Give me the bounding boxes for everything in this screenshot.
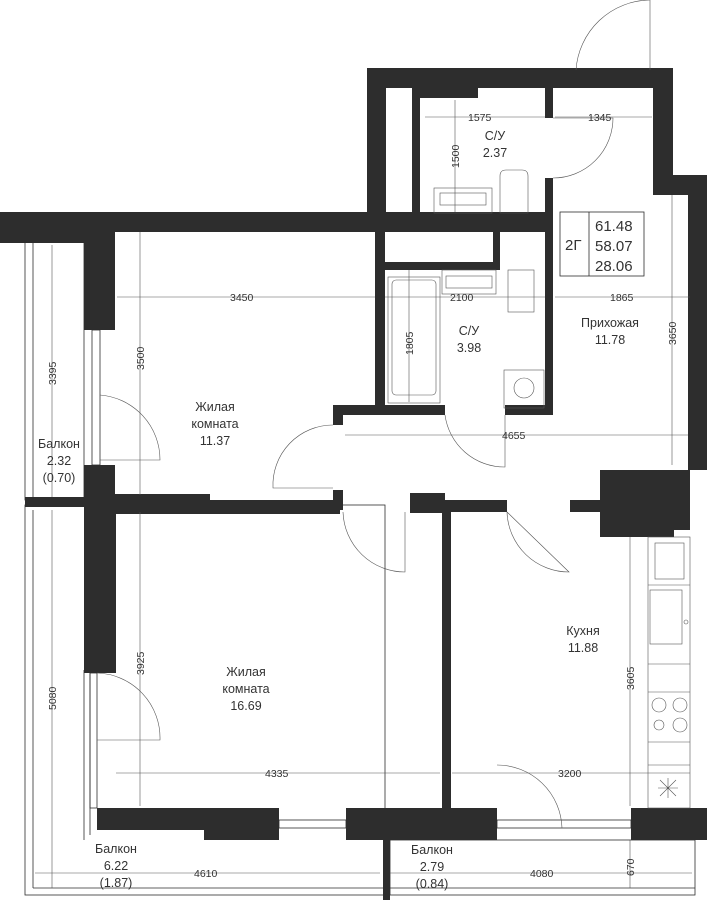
room-area: 11.78 [595,333,625,347]
dim-3605: 3605 [625,666,637,690]
room-area: 11.88 [568,641,598,655]
room-name-2: комната [222,682,269,696]
room-name: Жилая [226,665,266,679]
living-total-area: 58.07 [595,238,633,255]
balcony-outlines [24,231,696,896]
living-area: 28.06 [595,258,633,275]
apartment-type: 2Г [565,237,581,254]
dim-4335: 4335 [265,768,289,780]
dim-1575: 1575 [468,112,492,124]
room-name: Прихожая [581,316,639,330]
room-area: 6.22 [104,859,128,873]
room-balcony-2: Балкон 6.22 (1.87) [95,842,137,890]
room-hallway: Прихожая 11.78 [581,316,639,347]
room-coef: (0.70) [43,471,76,485]
dim-4610: 4610 [194,868,218,880]
room-living-1: Жилая комната 11.37 [191,400,238,448]
gas-icon [658,778,678,798]
fixtures [387,169,691,809]
walls [0,68,707,900]
room-area: 3.98 [457,341,481,355]
dim-3650: 3650 [667,321,679,345]
room-area: 16.69 [230,699,261,713]
room-area: 2.79 [420,860,444,874]
room-name: Жилая [195,400,235,414]
washing-machine-icon [503,369,545,409]
room-area: 2.37 [483,146,507,160]
room-coef: (0.84) [416,877,449,891]
dim-5080: 5080 [47,686,59,710]
room-name: Кухня [566,624,599,638]
room-balcony-1: Балкон 2.32 (0.70) [38,437,80,485]
doors [96,0,651,829]
room-kitchen: Кухня 11.88 [566,624,599,655]
dim-4655: 4655 [502,430,526,442]
dim-3500: 3500 [135,346,147,370]
dim-3395: 3395 [47,361,59,385]
room-name: Балкон [38,437,80,451]
room-name: С/У [485,129,506,143]
room-name-2: комната [191,417,238,431]
kitchen-counter [647,536,691,809]
toilet-icon [499,169,529,214]
room-name: Балкон [95,842,137,856]
entrance-door [575,0,651,71]
windows [89,329,632,829]
room-name: Балкон [411,843,453,857]
fridge-icon [654,542,685,580]
room-living-2: Жилая комната 16.69 [222,665,269,713]
bathtub-icon [387,276,441,404]
room-area: 2.32 [47,454,71,468]
room-balcony-3: Балкон 2.79 (0.84) [411,843,453,891]
dim-2100: 2100 [450,292,474,304]
room-wc-small: С/У 2.37 [483,129,507,160]
sink-icon [441,269,497,295]
dim-3925: 3925 [135,651,147,675]
room-labels: С/У 2.37 С/У 3.98 Прихожая 11.78 Жилая к… [38,129,639,891]
dim-1805: 1805 [404,331,416,355]
stove-icon [651,697,688,733]
dim-1500: 1500 [450,144,462,168]
dim-3200: 3200 [558,768,582,780]
dimension-labels: 1575 1345 1500 3450 2100 1865 3500 3395 … [47,112,679,880]
total-area: 61.48 [595,218,633,235]
dim-1865: 1865 [610,292,634,304]
toilet-icon [507,269,535,313]
dim-670: 670 [625,858,637,876]
dim-3450: 3450 [230,292,254,304]
room-name: С/У [459,324,480,338]
room-area: 11.37 [200,434,230,448]
kitchen-sink-icon [649,589,683,645]
dim-1345: 1345 [588,112,612,124]
area-summary: 2Г 61.48 58.07 28.06 [559,211,645,277]
dimension-lines [35,100,692,888]
dim-4080: 4080 [530,868,554,880]
room-coef: (1.87) [100,876,133,890]
room-wc-large: С/У 3.98 [457,324,481,355]
sink-icon [433,187,493,214]
